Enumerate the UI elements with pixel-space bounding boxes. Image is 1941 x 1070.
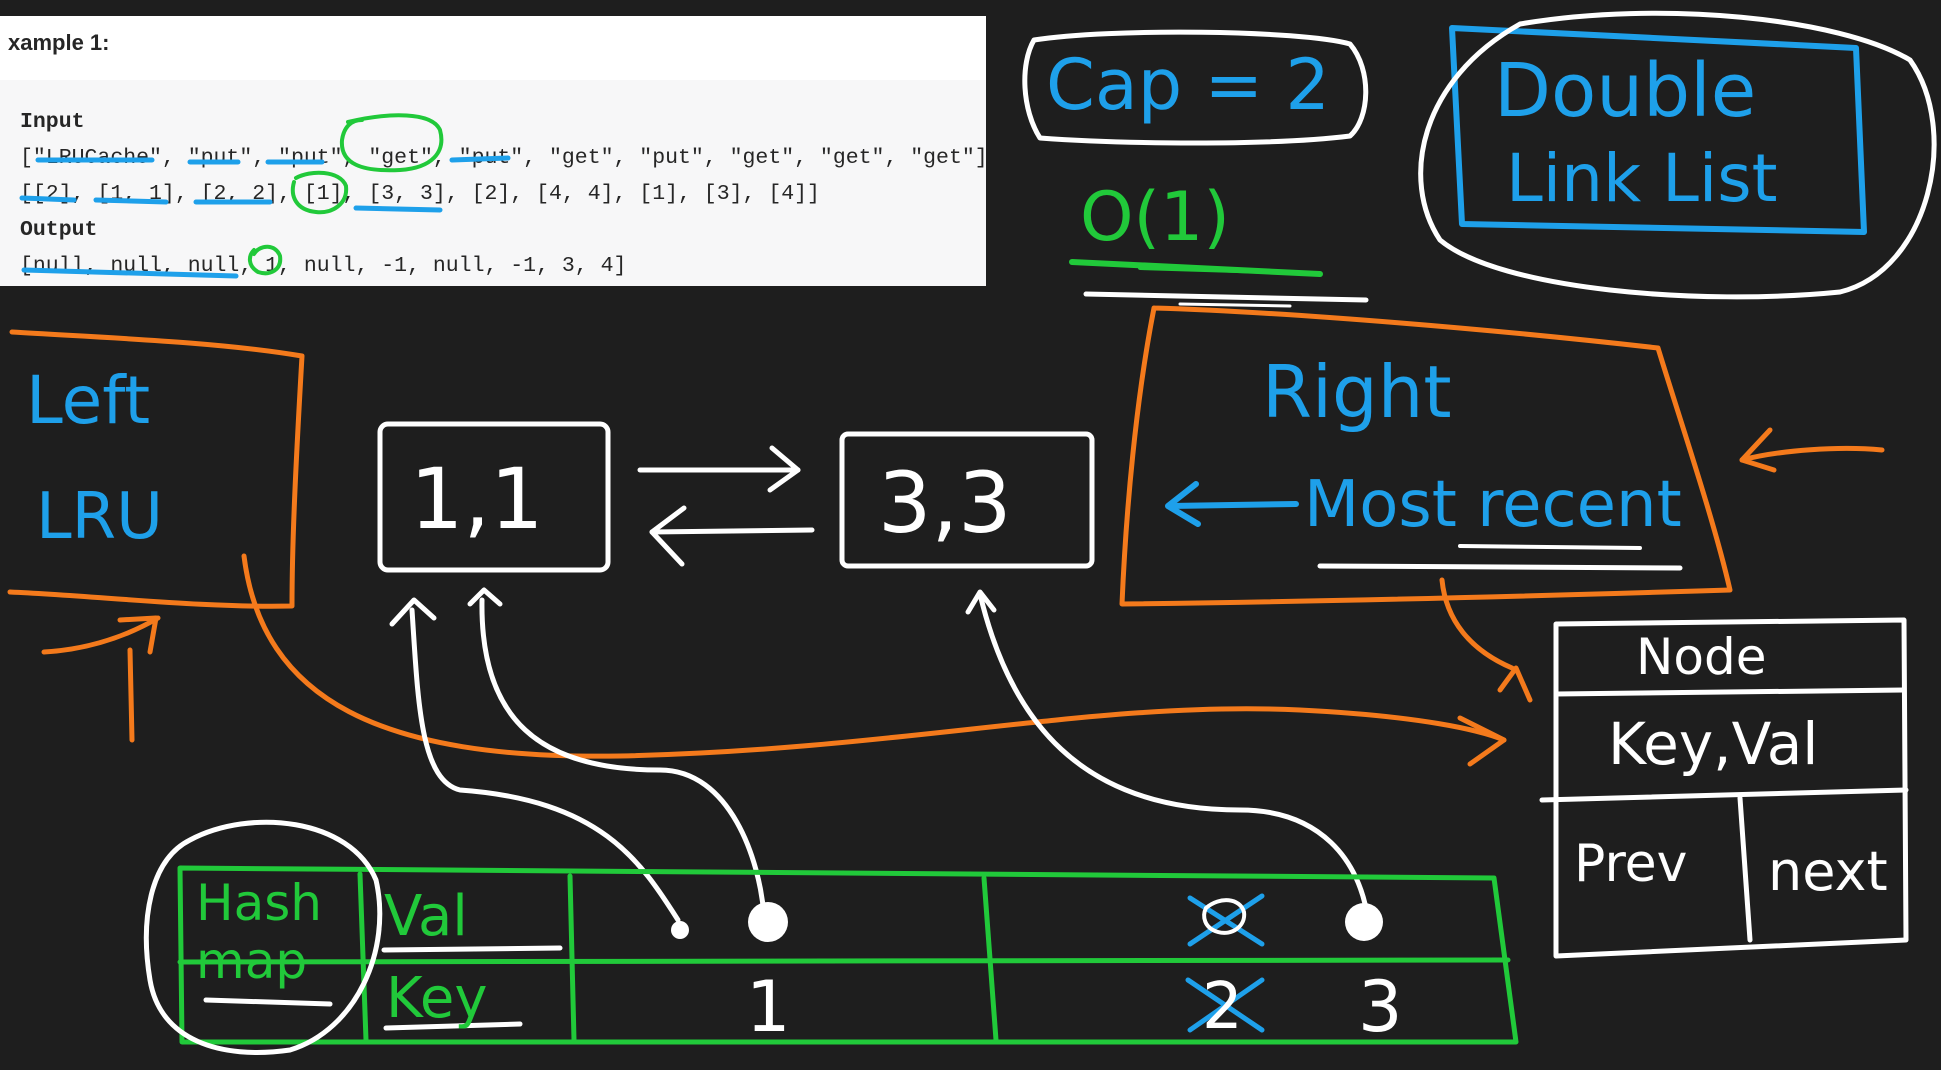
most-recent-arrow [1165,481,1299,527]
cap-label: Cap = 2 [1046,44,1330,126]
example-title: xample 1: [8,30,110,55]
node-1-1-box [377,421,611,573]
key-label: Key [386,966,488,1031]
prev-arrow [649,505,815,567]
double-link-list-label-1: Double [1494,48,1757,134]
pointer-dots [671,902,1383,942]
node-key-val: Key,Val [1608,710,1819,778]
node-structure [1539,617,1909,959]
lru-to-node-arrow [241,553,1507,767]
node-1-1-label: 1,1 [410,450,544,548]
key-2-crossed: 2 [1202,970,1243,1044]
key-1-value: 1 [746,966,791,1048]
val-label: Val [384,884,468,949]
example-header: xample 1: [0,16,986,80]
input-label: Input [20,110,85,134]
most-recent-label: Most recent [1304,468,1682,542]
node-3-3-label: 3,3 [878,454,1012,552]
node-title: Node [1636,628,1767,686]
mru-underline [1317,563,1683,571]
hash-map-label: Hash map [196,874,322,990]
crossed-value-circle [1202,898,1247,935]
double-link-list-label-2: Link List [1506,140,1778,217]
mru-to-node-arrow [1439,577,1533,703]
node-3-3-box [839,431,1095,569]
complexity-label: O(1) [1080,178,1230,257]
panel-underlines [19,155,511,279]
output-label: Output [20,218,98,242]
lru-arrow [41,615,161,743]
cap-outline [1022,29,1369,146]
right-label: Right [1262,350,1452,434]
double-link-list-box [1449,25,1867,235]
node-next: next [1768,840,1888,903]
mru-underline-2 [1458,544,1642,550]
panel-circles [247,113,444,276]
crossed-entries [1185,893,1265,1033]
left-label: Left [26,362,151,439]
lru-label: LRU [36,480,163,554]
key-3-value: 3 [1358,966,1403,1048]
hashmap-table [177,865,1519,1045]
complexity-underlines [1069,259,1369,308]
mru-box [1119,305,1733,607]
next-arrow [637,445,801,493]
lru-box [7,329,305,609]
label-underlines [203,945,563,1031]
node-prev: Prev [1574,834,1688,894]
mru-incoming-arrow [1739,427,1885,473]
hashmap-pointers [389,587,1371,923]
double-link-list-circle [1418,10,1937,300]
hashmap-circle [143,819,383,1055]
